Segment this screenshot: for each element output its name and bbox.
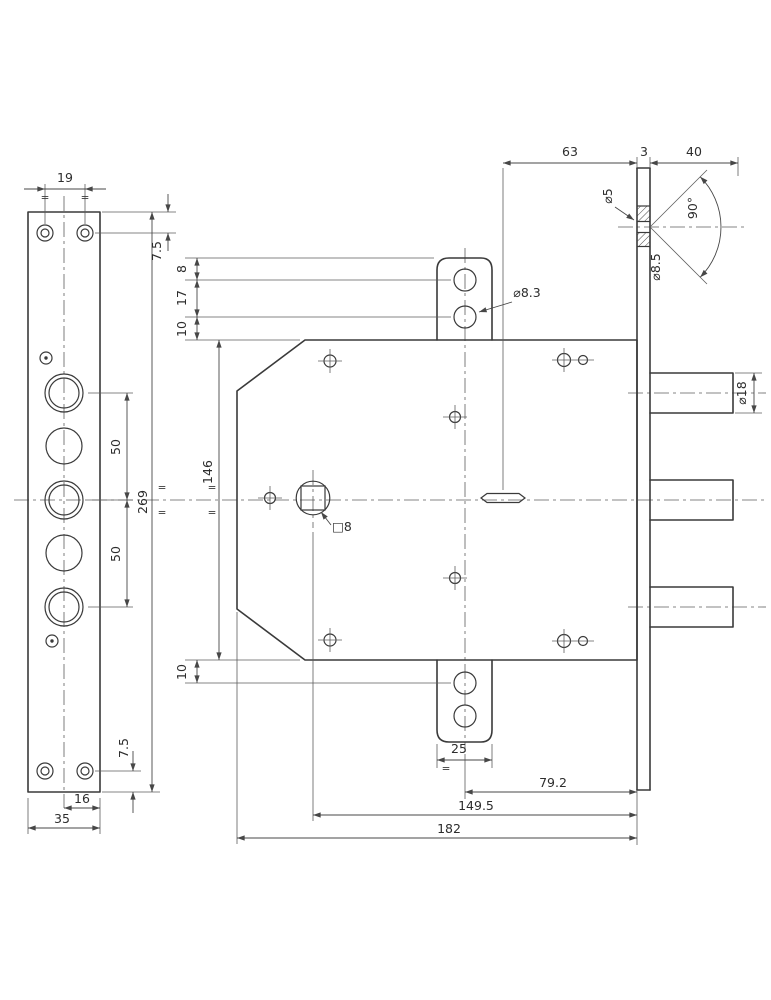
equal-mark: = bbox=[158, 507, 167, 519]
dim-tab-hole-dia: ⌀8.3 bbox=[513, 285, 540, 300]
mounting-tab-top bbox=[436, 257, 493, 341]
dim-body-height: 146 bbox=[200, 460, 215, 484]
dim-body-to-tab-hole: 10 bbox=[174, 664, 189, 680]
side-view bbox=[236, 167, 734, 791]
dim-top-edge-offset: 7.5 bbox=[149, 241, 164, 261]
dim-bolt-dia: ⌀18 bbox=[734, 381, 749, 404]
dim-hole-spacing-top: 19 bbox=[57, 170, 73, 185]
dim-pitch-upper: 50 bbox=[108, 439, 123, 455]
dim-total-height: 269 bbox=[135, 490, 150, 514]
equal-mark: = bbox=[41, 192, 50, 204]
dim-body-length: 182 bbox=[437, 821, 461, 836]
dim-plate-width: 35 bbox=[54, 811, 70, 826]
dim-spindle-square: □8 bbox=[332, 519, 352, 534]
dim-screw-hole-dia: ⌀5 bbox=[600, 188, 615, 203]
pin-hole-bottom bbox=[45, 634, 59, 648]
hatch-upper bbox=[637, 206, 650, 221]
dim-spindle-backset: 149.5 bbox=[458, 798, 494, 813]
bolt-1 bbox=[649, 372, 734, 414]
pin-hole-top bbox=[39, 351, 53, 365]
dim-pitch-lower: 50 bbox=[108, 546, 123, 562]
dim-countersink-angle: 90° bbox=[685, 197, 700, 219]
spindle-square bbox=[300, 485, 326, 511]
bolt-holes bbox=[44, 373, 84, 627]
equal-mark: = bbox=[208, 507, 217, 519]
bolt-2 bbox=[649, 479, 734, 521]
centerlines bbox=[14, 196, 768, 808]
dim-tab-edge-to-hole: 8 bbox=[174, 265, 189, 273]
keyhole bbox=[480, 492, 526, 504]
dimension-lines bbox=[24, 160, 757, 841]
hatch-lower bbox=[637, 232, 650, 247]
bolt-3 bbox=[649, 586, 734, 628]
equal-mark: = bbox=[81, 192, 90, 204]
crosshair-ticks bbox=[258, 348, 594, 653]
dim-key-backset: 79.2 bbox=[539, 775, 567, 790]
dim-bolt-throw: 40 bbox=[686, 144, 702, 159]
equal-mark: = bbox=[442, 763, 451, 775]
leader-tab-hole bbox=[478, 301, 513, 313]
dim-hole-edge-offset: 16 bbox=[74, 791, 90, 806]
leader-screw-hole bbox=[614, 206, 635, 221]
dim-key-to-faceplate-h: 63 bbox=[562, 144, 578, 159]
countersink-angle-fan bbox=[649, 169, 722, 285]
leader-spindle-square bbox=[320, 511, 332, 526]
dim-faceplate-thickness: 3 bbox=[640, 144, 648, 159]
dim-tab-width: 25 bbox=[451, 741, 467, 756]
front-view bbox=[27, 211, 101, 793]
extension-lines bbox=[27, 157, 762, 845]
dimension-labels: 19 = = 7.5 269 50 50 7.5 16 35 8 17 10 1… bbox=[41, 144, 749, 836]
dim-tab-hole-to-body: 10 bbox=[174, 321, 189, 337]
faceplate-outline bbox=[27, 211, 101, 793]
faceplate-section bbox=[636, 167, 651, 791]
equal-mark: = bbox=[158, 482, 167, 494]
dim-bottom-edge-offset: 7.5 bbox=[116, 738, 131, 758]
equal-mark: = bbox=[208, 482, 217, 494]
mounting-tab-bottom bbox=[436, 659, 493, 743]
dim-tab-hole-pitch: 17 bbox=[174, 290, 189, 306]
spindle-hole bbox=[295, 480, 331, 516]
dim-countersink-dia: ⌀8.5 bbox=[648, 253, 663, 280]
